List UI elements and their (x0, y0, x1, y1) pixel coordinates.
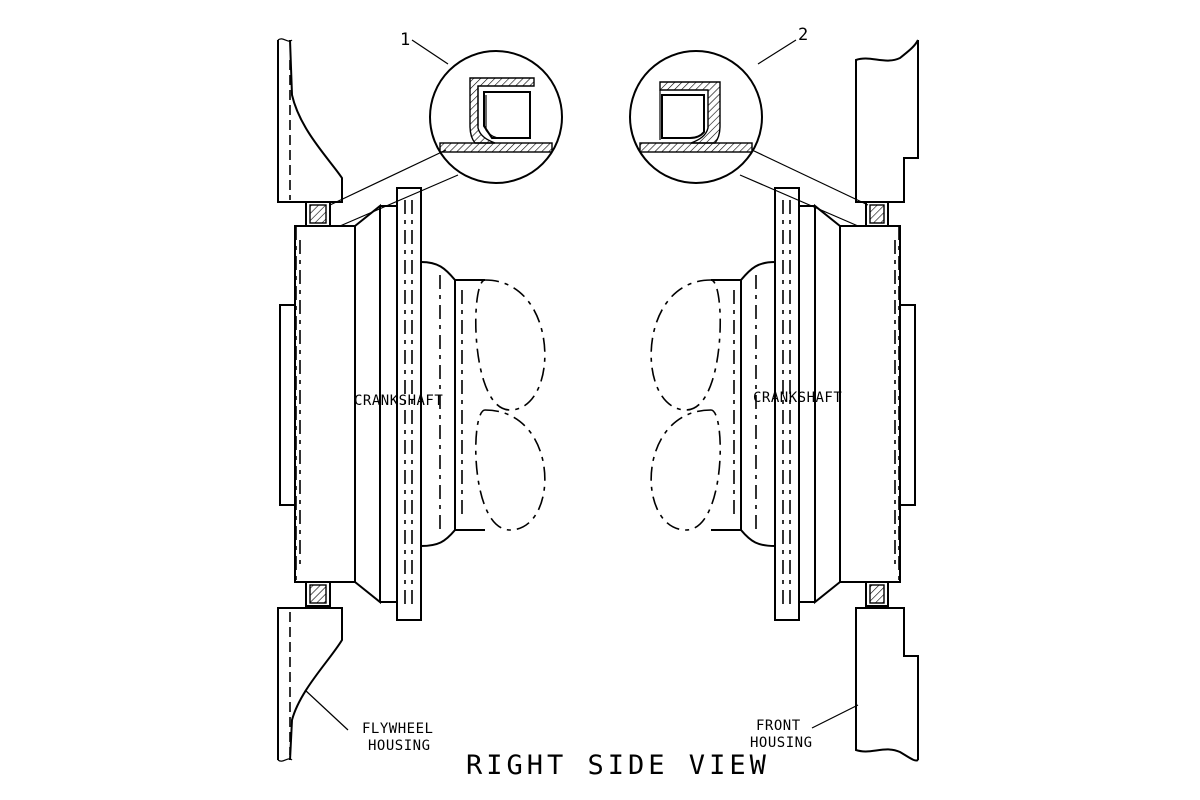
flywheel-housing-label-line1: FLYWHEEL (362, 721, 433, 737)
front-housing-upper (855, 39, 919, 203)
rear-seal-top (305, 201, 331, 227)
crankshaft-front-end (650, 187, 916, 621)
detail-1-magnified-seal (429, 50, 563, 184)
flywheel-housing-lower (277, 607, 343, 762)
front-seal-bottom (865, 581, 889, 607)
front-end-assembly: 2 CRANKSHAFT FRONT HOUSING (629, 25, 919, 762)
flywheel-housing-label-line2: HOUSING (368, 738, 431, 754)
crankshaft-flywheel-end (279, 187, 546, 621)
detail-1-leader (329, 39, 459, 227)
front-seal-top (865, 201, 889, 227)
flywheel-end-assembly: 1 CRANKSHAFT FLYWHEEL HOUSING (277, 30, 563, 762)
detail-2-leader (739, 39, 869, 227)
crankshaft-label-left: CRANKSHAFT (354, 393, 443, 409)
crankshaft-label-right: CRANKSHAFT (753, 390, 842, 406)
rear-seal-bottom (305, 581, 331, 607)
flywheel-housing-upper (277, 38, 343, 203)
detail-2-magnified-seal (629, 50, 763, 184)
front-housing-label-line2: HOUSING (750, 735, 813, 751)
front-housing-label-line1: FRONT (756, 718, 801, 734)
front-housing-leader (811, 704, 859, 729)
callout-2-label: 2 (798, 25, 808, 45)
flywheel-housing-leader (304, 689, 349, 731)
view-title: RIGHT SIDE VIEW (466, 750, 770, 781)
callout-1-label: 1 (400, 30, 410, 50)
front-housing-lower (855, 607, 919, 762)
